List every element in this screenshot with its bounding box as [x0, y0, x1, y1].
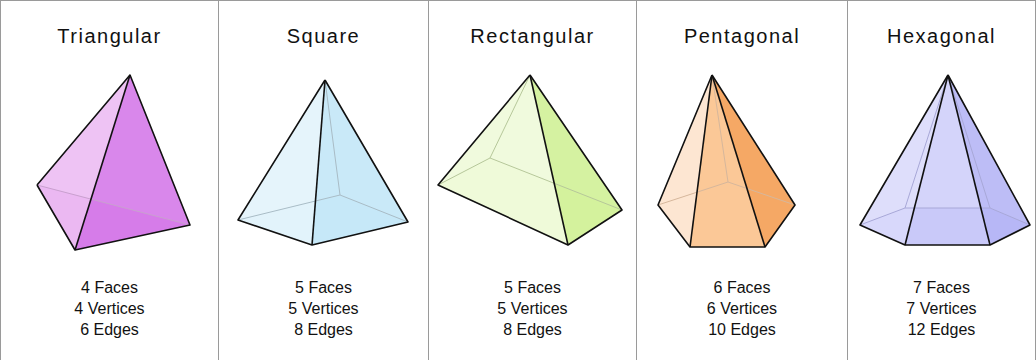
pyramid-count: 8 Edges — [219, 320, 428, 340]
pyramid-count: 6 Faces — [637, 278, 847, 298]
pyramid-count: 4 Faces — [1, 278, 218, 298]
pyramid-name: Square — [219, 24, 428, 48]
pyramid-panel: Pentagonal 6 Faces6 Vertices10 Edges — [637, 0, 847, 360]
pyramid-count: 6 Edges — [1, 320, 218, 340]
pyramid-panel: Hexagonal 7 Faces7 Vertices12 Edges — [848, 0, 1035, 360]
pyramid-name: Pentagonal — [637, 24, 847, 48]
pentagonal-pyramid — [658, 75, 795, 247]
rectangular-pyramid — [438, 75, 622, 245]
pyramid-count: 4 Vertices — [1, 299, 218, 319]
pyramid-count: 5 Faces — [429, 278, 636, 298]
pyramid-name: Hexagonal — [848, 24, 1035, 48]
pyramid-count: 6 Vertices — [637, 299, 847, 319]
pyramid-count: 8 Edges — [429, 320, 636, 340]
triangular-pyramid — [37, 75, 190, 250]
square-pyramid — [238, 80, 408, 245]
pyramid-count: 7 Vertices — [848, 299, 1035, 319]
pyramid-name: Rectangular — [429, 24, 636, 48]
pyramid-count: 5 Vertices — [429, 299, 636, 319]
pyramid-count: 7 Faces — [848, 278, 1035, 298]
pyramid-panel: Rectangular 5 Faces5 Vertices8 Edges — [429, 0, 636, 360]
pyramid-count: 10 Edges — [637, 320, 847, 340]
pyramid-count: 5 Faces — [219, 278, 428, 298]
pyramid-panel: Triangular 4 Faces4 Vertices6 Edges — [1, 0, 218, 360]
pyramid-panel: Square 5 Faces5 Vertices8 Edges — [219, 0, 428, 360]
pyramid-count: 5 Vertices — [219, 299, 428, 319]
pyramid-count: 12 Edges — [848, 320, 1035, 340]
hexagonal-pyramid — [860, 75, 1030, 245]
pyramid-name: Triangular — [1, 24, 218, 48]
